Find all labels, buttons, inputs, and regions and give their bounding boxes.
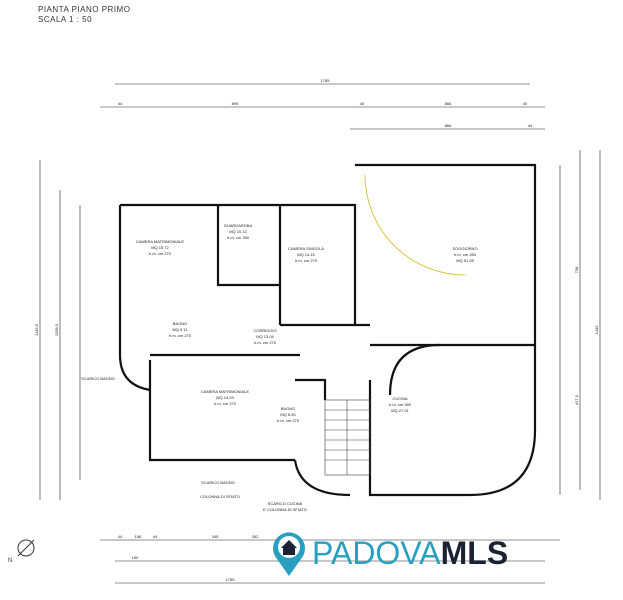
dimension-lines xyxy=(39,83,601,584)
dim-top-c: 40 xyxy=(360,101,365,106)
dim-left-a: 1146.5 xyxy=(34,323,39,336)
dim-top-d: 866 xyxy=(445,101,452,106)
svg-text:MQ 9.11: MQ 9.11 xyxy=(172,327,188,332)
dim-bottom-b: 156 xyxy=(135,534,142,539)
logo-text-mls: MLS xyxy=(440,535,509,571)
svg-text:h.m. cm 280: h.m. cm 280 xyxy=(454,252,477,257)
svg-text:CORRIDOIO: CORRIDOIO xyxy=(253,328,276,333)
svg-text:h.m. cm 270: h.m. cm 270 xyxy=(214,401,237,406)
dim-bottom-total: 1785 xyxy=(226,577,236,582)
svg-text:BAGNO: BAGNO xyxy=(281,406,295,411)
stairs xyxy=(324,399,371,476)
padova-mls-logo: PADOVAMLS xyxy=(272,528,508,578)
svg-text:CAMERA MATRIMONIALE: CAMERA MATRIMONIALE xyxy=(201,389,249,394)
svg-text:h.m. cm 270: h.m. cm 270 xyxy=(295,258,318,263)
svg-text:h.m. cm 280: h.m. cm 280 xyxy=(389,402,412,407)
dim-top-total: 1785 xyxy=(321,78,331,83)
svg-text:MQ 51.28: MQ 51.28 xyxy=(456,258,474,263)
walls xyxy=(118,163,537,497)
svg-text:MQ 14.29: MQ 14.29 xyxy=(216,395,234,400)
svg-text:MQ 14.15: MQ 14.15 xyxy=(297,252,315,257)
svg-text:MQ 15.72: MQ 15.72 xyxy=(151,245,169,250)
dimension-labels: 1785 44 899 40 866 40 866 44 44 156 44 3… xyxy=(34,78,599,582)
dim-bottom-c: 44 xyxy=(153,534,158,539)
dim-right-a: 1440 xyxy=(594,325,599,335)
svg-text:BAGNO: BAGNO xyxy=(173,321,187,326)
dim-bottom-a: 44 xyxy=(118,534,123,539)
plumbing-notes: SCARICO BAGNO COLONNA DI SFIATO SCARICO … xyxy=(81,376,307,512)
svg-text:CAMERA SINGOLA: CAMERA SINGOLA xyxy=(288,246,324,251)
svg-text:MQ 13.04: MQ 13.04 xyxy=(256,334,274,339)
dim-top-f: 866 xyxy=(445,123,452,128)
svg-text:SCARICO BAGNO: SCARICO BAGNO xyxy=(81,376,115,381)
svg-text:MQ 6.50: MQ 6.50 xyxy=(280,412,296,417)
dim-bottom-f: 150 xyxy=(132,555,139,560)
svg-text:h.m. cm 270: h.m. cm 270 xyxy=(169,333,192,338)
dim-right-c: 417.5 xyxy=(574,394,579,405)
plan-title: PIANTA PIANO PRIMO xyxy=(38,5,131,14)
svg-text:h.m. cm 280: h.m. cm 280 xyxy=(227,235,250,240)
svg-text:CUCINA: CUCINA xyxy=(392,396,408,401)
dim-right-b: 758 xyxy=(574,266,579,273)
svg-text:SCARICO CUCINA: SCARICO CUCINA xyxy=(268,501,303,506)
svg-text:SCARICO BAGNO: SCARICO BAGNO xyxy=(201,480,235,485)
dim-bottom-d: 345 xyxy=(212,534,219,539)
svg-text:COLONNA DI SFIATO: COLONNA DI SFIATO xyxy=(200,494,240,499)
dim-bottom-e: 262 xyxy=(252,534,259,539)
svg-text:CAMERA MATRIMONIALE: CAMERA MATRIMONIALE xyxy=(136,239,184,244)
north-arrow-icon: N xyxy=(8,539,35,564)
svg-text:GUARDAROBA: GUARDAROBA xyxy=(224,223,253,228)
house-pin-icon xyxy=(273,532,305,576)
logo-text-padova: PADOVA xyxy=(312,535,441,571)
svg-text:SOGGIORNO: SOGGIORNO xyxy=(452,246,477,251)
dim-top-b: 899 xyxy=(232,101,239,106)
svg-text:h.m. cm 270: h.m. cm 270 xyxy=(149,251,172,256)
dim-top-g: 44 xyxy=(528,123,533,128)
door-swing-arc xyxy=(364,174,466,276)
plan-scale: SCALA 1 : 50 xyxy=(38,15,93,24)
svg-text:MQ 10.13: MQ 10.13 xyxy=(229,229,247,234)
dim-top-e: 40 xyxy=(523,101,528,106)
svg-text:E COLONNA DI SFIATO: E COLONNA DI SFIATO xyxy=(263,507,307,512)
svg-text:MQ 27.01: MQ 27.01 xyxy=(391,408,409,413)
svg-text:N: N xyxy=(8,558,12,564)
svg-text:h.m. cm 270: h.m. cm 270 xyxy=(277,418,300,423)
dim-left-b: 1058.5 xyxy=(54,323,59,336)
svg-text:h.m. cm 270: h.m. cm 270 xyxy=(254,340,277,345)
dim-top-a: 44 xyxy=(118,101,123,106)
